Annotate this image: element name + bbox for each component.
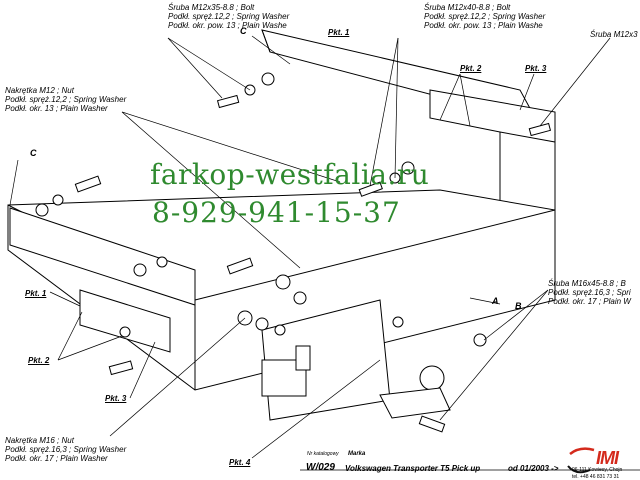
label-bolt-top-left: Śruba M12x35-8.8 ; Bolt Podkł. spręż.12,…: [168, 3, 290, 30]
bolt-group-top-left: [216, 72, 275, 109]
info-plate: [295, 345, 311, 371]
label-bolt-top-mid: Śruba M12x40-8.8 ; Bolt Podkł. spręż.12,…: [424, 3, 546, 30]
pkt-1-top: Pkt. 1: [328, 28, 350, 37]
label-bolt-top-right: Śruba M12x3: [590, 30, 638, 39]
watermark-phone: 8-929-941-15-37: [152, 196, 401, 229]
letter-c-top: C: [240, 26, 247, 36]
left-lower-plate: [79, 289, 171, 353]
pkt-4: Pkt. 4: [229, 458, 251, 467]
vehicle-date: od 01/2003 ->: [508, 464, 559, 473]
bolt-group-lower-right: [418, 333, 487, 433]
brand-label: Marka: [348, 451, 366, 457]
letter-c-left: C: [30, 148, 37, 158]
bolt-group-left: [35, 175, 102, 217]
top-right-bracket: [429, 89, 556, 143]
pkt-1-left: Pkt. 1: [25, 289, 47, 298]
pkt-2-left: Pkt. 2: [28, 356, 50, 365]
label-nut-m12: Nakrętka M12 ; Nut Podkł. spręż.12,2 ; S…: [5, 86, 127, 113]
bolt-group-top-right: [528, 122, 552, 137]
vehicle-name: Volkswagen Transporter T5 Pick up: [345, 464, 481, 473]
letter-a: A: [492, 296, 499, 306]
pkt-3-left: Pkt. 3: [105, 394, 127, 403]
pkt-2-top: Pkt. 2: [460, 64, 482, 73]
logo-phone: tel. +48 46 831 73 31: [572, 474, 620, 480]
watermark-site: farkop-westfalia.ru: [150, 158, 430, 191]
catalog-number: W/029: [306, 462, 335, 473]
logo-address: 96-111 Kowiesy, Chojn: [572, 467, 623, 473]
pkt-3-top: Pkt. 3: [525, 64, 547, 73]
imi-logo-icon: [567, 447, 595, 474]
bolt-group-lower-left: [108, 326, 134, 376]
label-bolt-m16: Śruba M16x45-8.8 ; B Podkł. spręż.16,3 ;…: [548, 279, 631, 306]
bolt-group-mid: [133, 256, 307, 336]
letter-b: B: [515, 301, 522, 311]
catalog-label: Nr katalogowy: [307, 451, 339, 457]
label-nut-m16: Nakrętka M16 ; Nut Podkł. spręż.16,3 ; S…: [5, 436, 127, 463]
tow-ball: [419, 365, 445, 391]
logo-text: IMI: [596, 448, 619, 468]
left-bracket-plate: [9, 207, 196, 306]
